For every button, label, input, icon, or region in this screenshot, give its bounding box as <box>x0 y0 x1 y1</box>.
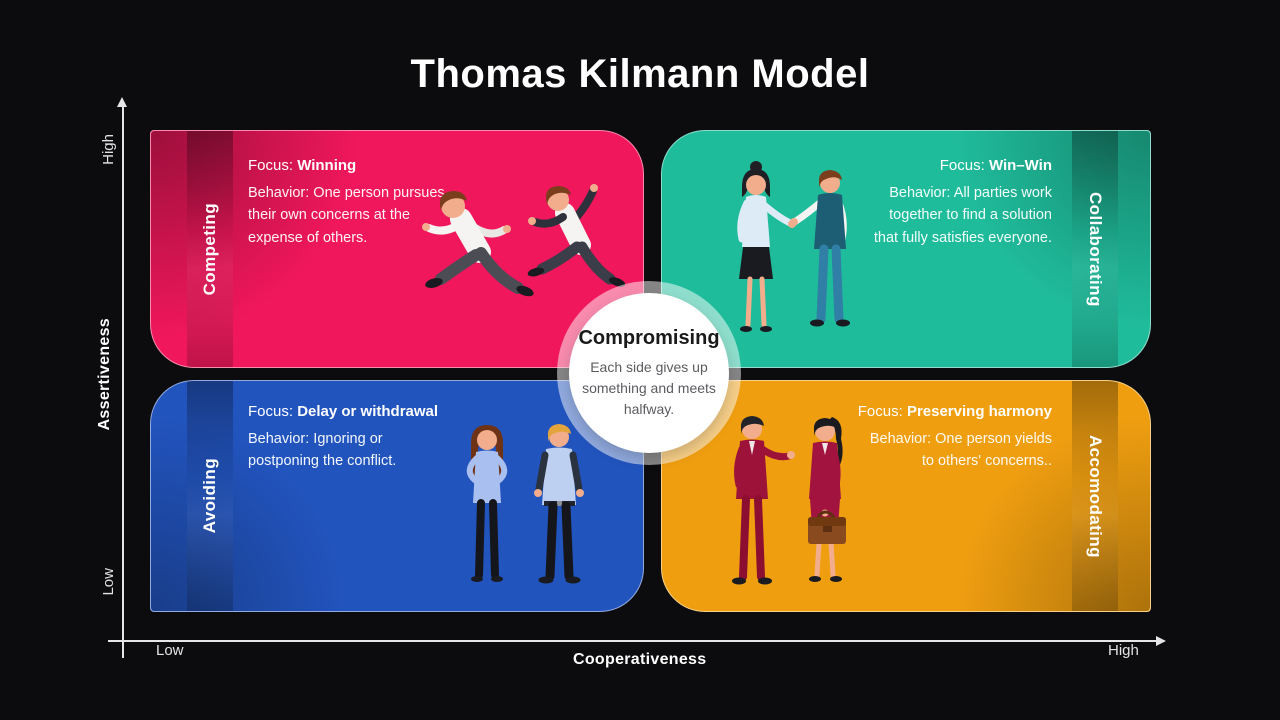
accomodating-text: Focus: Preserving harmony Behavior: One … <box>858 403 1052 473</box>
accomodating-focus: Focus: Preserving harmony <box>857 403 1052 420</box>
page-title: Thomas Kilmann Model <box>410 52 870 96</box>
x-axis-line <box>108 640 1158 642</box>
collaborating-focus: Focus: Win–Win <box>939 157 1052 174</box>
y-axis-arrow-icon <box>117 97 127 107</box>
competing-label: Competing <box>200 202 219 296</box>
competing-runners-illustration <box>422 184 626 297</box>
accomodating-behavior: Behavior: One person yields to others' c… <box>869 431 1052 470</box>
quadrant-avoiding: Avoiding Focus: Delay or withdrawal Beha… <box>150 380 644 612</box>
avoiding-ribbon: Avoiding <box>187 381 233 611</box>
collaborating-label: Collaborating <box>1086 191 1105 307</box>
x-axis-low-label: Low <box>156 642 184 659</box>
center-circle: Compromising Each side gives up somethin… <box>569 293 729 453</box>
center-description: Each side gives up something and meets h… <box>582 358 716 417</box>
accomodating-conversation-illustration <box>732 416 846 585</box>
quadrant-accomodating: Accomodating Focus: Preserving harmony B… <box>661 380 1151 612</box>
collaborating-handshake-illustration <box>737 161 850 332</box>
competing-focus: Focus: Winning <box>248 157 357 174</box>
collaborating-text: Focus: Win–Win Behavior: All parties wor… <box>874 157 1052 249</box>
competing-behavior: Behavior: One person pursues their own c… <box>248 185 445 246</box>
avoiding-label: Avoiding <box>200 458 219 534</box>
avoiding-focus: Focus: Delay or withdrawal <box>248 403 439 420</box>
y-axis-line <box>122 106 124 658</box>
competing-ribbon: Competing <box>187 131 233 367</box>
collaborating-ribbon: Collaborating <box>1072 131 1118 367</box>
accomodating-ribbon: Accomodating <box>1072 381 1118 611</box>
quadrant-collaborating: Collaborating Focus: Win–Win Behavior: A… <box>661 130 1151 368</box>
x-axis-high-label: High <box>1108 642 1139 659</box>
y-axis-high-label: High <box>100 134 117 165</box>
avoiding-standing-pair-illustration <box>466 424 584 584</box>
quadrant-competing: Competing Focus: Winning Behavior: One p… <box>150 130 644 368</box>
y-axis-label: Assertiveness <box>96 318 113 431</box>
x-axis-arrow-icon <box>1156 636 1166 646</box>
x-axis-label: Cooperativeness <box>573 651 707 668</box>
competing-text: Focus: Winning Behavior: One person purs… <box>248 157 445 249</box>
center-title: Compromising <box>578 326 720 349</box>
avoiding-behavior: Behavior: Ignoring or postponing the con… <box>248 431 397 470</box>
accomodating-label: Accomodating <box>1086 434 1105 558</box>
avoiding-text: Focus: Delay or withdrawal Behavior: Ign… <box>248 403 438 473</box>
collaborating-behavior: Behavior: All parties work together to f… <box>873 185 1052 246</box>
y-axis-low-label: Low <box>100 568 117 596</box>
